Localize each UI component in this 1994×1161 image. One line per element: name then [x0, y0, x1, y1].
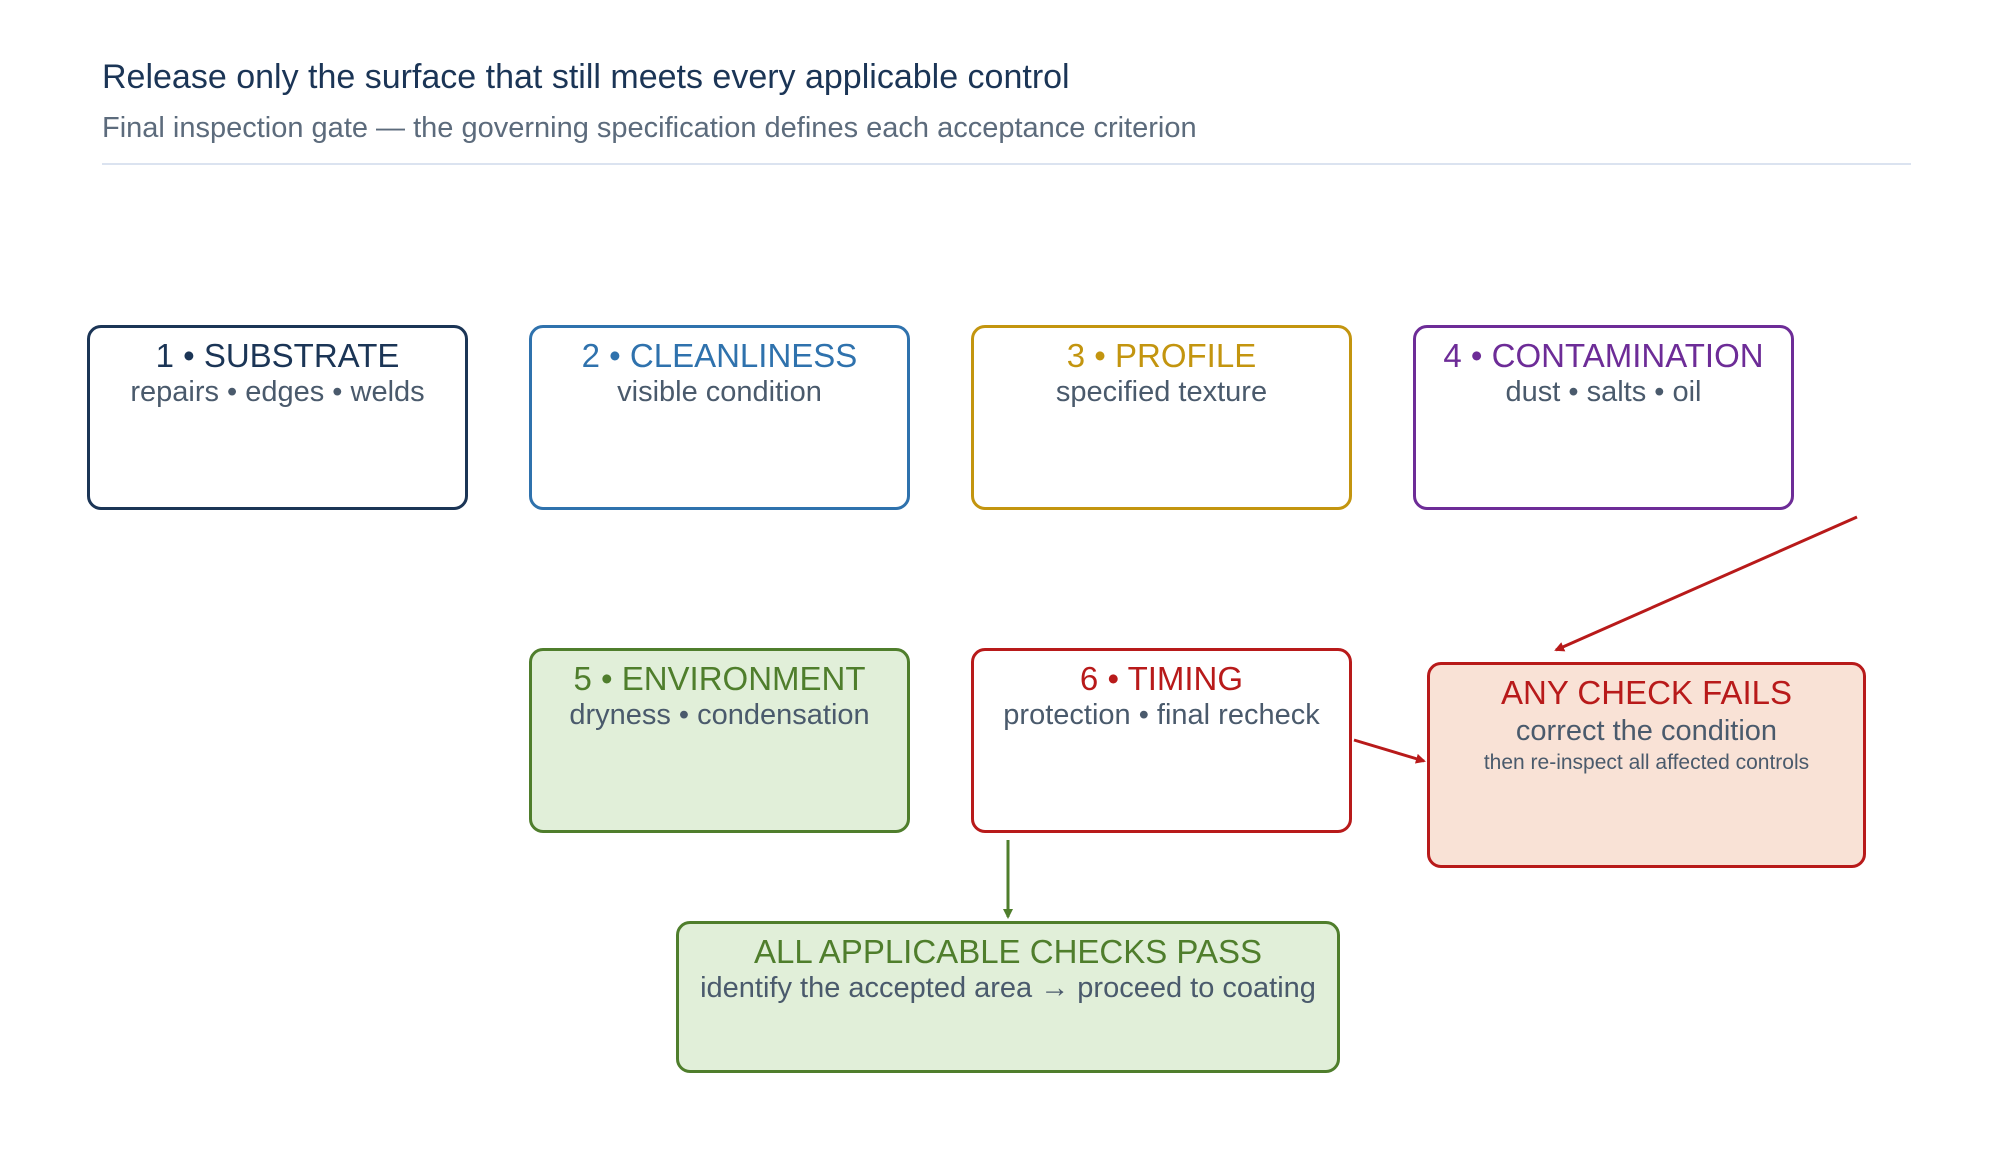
fail-outcome-line2: then re-inspect all affected controls	[1483, 751, 1810, 774]
check-timing-title: 6 • TIMING	[1079, 660, 1244, 697]
check-environment: 5 • ENVIRONMENT dryness • condensation	[529, 648, 910, 833]
fail-outcome-box: ANY CHECK FAILS correct the condition th…	[1427, 662, 1866, 868]
check-substrate-detail: repairs • edges • welds	[130, 376, 425, 408]
pass-outcome-title: ALL APPLICABLE CHECKS PASS	[753, 933, 1263, 970]
check-timing: 6 • TIMING protection • final recheck	[971, 648, 1352, 833]
check-environment-detail: dryness • condensation	[569, 699, 870, 731]
check-cleanliness-title: 2 • CLEANLINESS	[581, 337, 858, 374]
fail-outcome-title: ANY CHECK FAILS	[1501, 674, 1792, 711]
check-contamination-title: 4 • CONTAMINATION	[1443, 337, 1764, 374]
diagram-title: Release only the surface that still meet…	[102, 58, 1070, 96]
check-substrate-title: 1 • SUBSTRATE	[155, 337, 400, 374]
check-contamination-detail: dust • salts • oil	[1505, 376, 1702, 408]
check-cleanliness-detail: visible condition	[617, 376, 822, 408]
header-divider	[102, 163, 1911, 165]
diagram-subtitle: Final inspection gate — the governing sp…	[102, 112, 1197, 144]
check-cleanliness: 2 • CLEANLINESS visible condition	[529, 325, 910, 510]
pass-outcome-line1: identify the accepted area → proceed to …	[700, 972, 1316, 1004]
check-substrate: 1 • SUBSTRATE repairs • edges • welds	[87, 325, 468, 510]
check-profile-title: 3 • PROFILE	[1066, 337, 1257, 374]
fail-arrow-from-checks	[1554, 515, 1858, 652]
check-timing-detail: protection • final recheck	[1003, 699, 1320, 731]
fail-outcome-line1: correct the condition	[1515, 715, 1778, 747]
check-profile: 3 • PROFILE specified texture	[971, 325, 1352, 510]
check-contamination: 4 • CONTAMINATION dust • salts • oil	[1413, 325, 1794, 510]
pass-outcome-box: ALL APPLICABLE CHECKS PASS identify the …	[676, 921, 1340, 1073]
check-environment-title: 5 • ENVIRONMENT	[573, 660, 866, 697]
fail-arrow-from-timing	[1353, 738, 1426, 764]
check-profile-detail: specified texture	[1055, 376, 1268, 408]
